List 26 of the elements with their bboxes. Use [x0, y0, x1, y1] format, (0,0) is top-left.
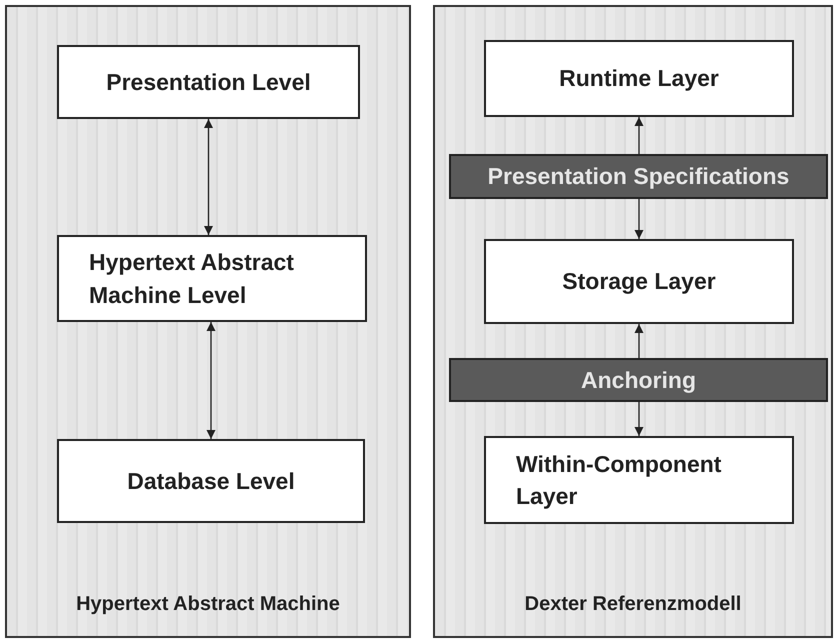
arrow	[206, 322, 216, 439]
layer-label: Hypertext Abstract Machine Level	[88, 248, 295, 310]
layer-label: Anchoring	[581, 366, 696, 395]
arrow	[634, 402, 644, 436]
layer-box	[57, 439, 365, 523]
layer-label: Presentation Specifications	[488, 162, 790, 192]
arrow	[634, 117, 644, 154]
arrow	[634, 324, 644, 358]
panel-background	[433, 5, 833, 638]
arrow	[634, 199, 644, 239]
layer-label: Database Level	[126, 466, 296, 496]
panel-caption: Hypertext Abstract Machine	[75, 592, 341, 617]
layer-band	[449, 154, 828, 199]
layer-box	[484, 40, 794, 117]
panel-caption: Dexter Referenzmodell	[524, 592, 742, 617]
panel-background	[5, 5, 411, 638]
layer-label: Within-Component Layer	[515, 450, 722, 511]
layer-label: Storage Layer	[561, 267, 717, 296]
layer-label: Presentation Level	[105, 68, 312, 97]
layer-box	[484, 436, 794, 524]
layer-band	[449, 358, 828, 402]
arrow	[204, 119, 213, 235]
layer-label: Runtime Layer	[558, 64, 720, 94]
layer-box	[484, 239, 794, 324]
layer-box	[57, 45, 360, 119]
layer-box	[57, 235, 367, 322]
